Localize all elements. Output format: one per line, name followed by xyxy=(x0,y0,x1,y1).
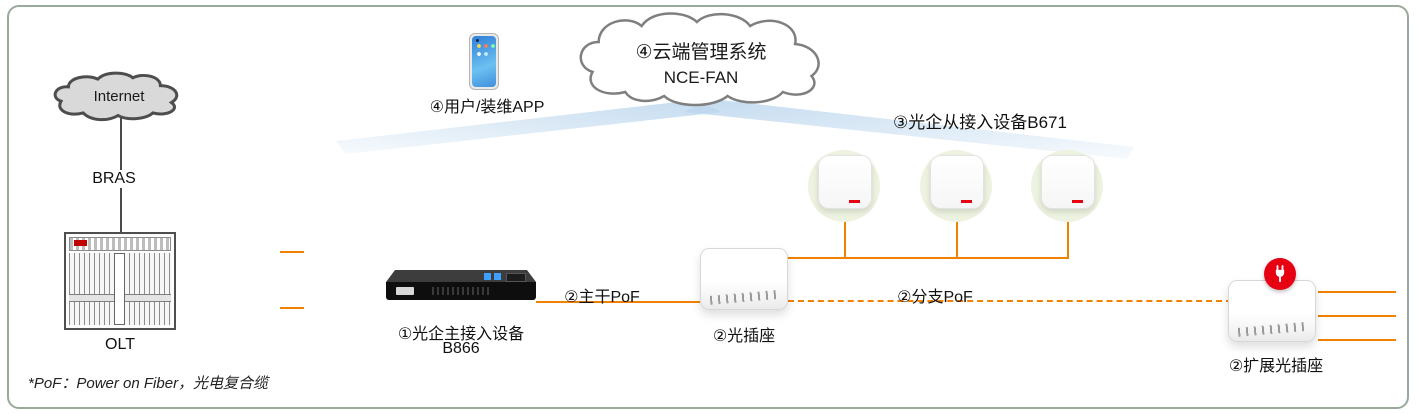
b866-label-plate xyxy=(396,287,414,295)
ap-drop-line xyxy=(844,212,846,259)
extension-socket-device xyxy=(1228,280,1316,342)
b671-ap-device xyxy=(930,155,984,209)
internet-cloud: Internet xyxy=(50,70,188,122)
management-cloud: ④云端管理系统 NCE-FAN xyxy=(568,8,834,108)
bras-label: BRAS xyxy=(86,170,142,188)
fiber-break-segment xyxy=(280,307,304,309)
ap-drop-line xyxy=(956,212,958,259)
b866-port-icon xyxy=(494,273,501,280)
fiber-break-segment xyxy=(280,251,304,253)
extension-out-line xyxy=(1318,291,1396,293)
internet-label: Internet xyxy=(93,87,145,105)
internet-cloud-icon xyxy=(50,70,188,122)
vendor-logo-icon xyxy=(74,240,87,246)
ap-indicator-mark xyxy=(849,200,861,203)
cloud-system-name: NCE-FAN xyxy=(663,67,739,87)
olt-main-board xyxy=(114,253,125,325)
extension-out-line xyxy=(1318,339,1396,341)
socket-port-row xyxy=(709,290,777,305)
optical-socket-label: ②光插座 xyxy=(712,328,776,345)
management-cloud-icon xyxy=(568,8,834,108)
ap-indicator-mark xyxy=(961,200,973,203)
b671-ap-device xyxy=(818,155,872,209)
trunk-pof-line xyxy=(536,301,700,303)
ap-feed-line xyxy=(788,257,1069,259)
phone-icon xyxy=(469,33,499,90)
b671-ap-device xyxy=(1041,155,1095,209)
management-cloud-text: ④云端管理系统 NCE-FAN xyxy=(568,8,834,112)
trunk-pof-label: ②主干PoF xyxy=(564,289,640,306)
cloud-system-label: ④云端管理系统 xyxy=(635,41,767,63)
branch-pof-line xyxy=(788,300,1232,302)
plug-glyph xyxy=(1275,265,1285,282)
pof-footnote: *PoF：Power on Fiber，光电复合缆 xyxy=(28,375,269,392)
extension-socket-label: ②扩展光插座 xyxy=(1228,358,1324,375)
ap-drop-line xyxy=(1067,212,1069,259)
branch-pof-label: ②分支PoF xyxy=(897,289,973,306)
b866-device xyxy=(386,270,536,302)
main-access-label-line1: ①光企主接入设备 xyxy=(397,326,525,343)
phone-screen xyxy=(472,36,496,87)
ap-indicator-mark xyxy=(1072,200,1084,203)
main-access-label-line2: B866 xyxy=(442,340,480,357)
socket-port-row xyxy=(1237,322,1305,337)
user-app-label: ④用户/装维APP xyxy=(429,99,545,116)
diagram-border xyxy=(7,5,1409,409)
olt-backplane xyxy=(69,237,171,251)
b866-port-group-icon xyxy=(506,273,526,282)
olt-device xyxy=(64,232,176,330)
b866-vents xyxy=(432,287,492,295)
optical-socket-device xyxy=(700,248,788,310)
extension-out-line xyxy=(1318,315,1396,317)
olt-label: OLT xyxy=(105,336,135,353)
slave-access-label: ③光企从接入设备B671 xyxy=(893,113,1067,132)
b866-port-icon xyxy=(484,273,491,280)
power-plug-icon xyxy=(1264,258,1296,290)
phone-camera-dot xyxy=(476,39,479,42)
